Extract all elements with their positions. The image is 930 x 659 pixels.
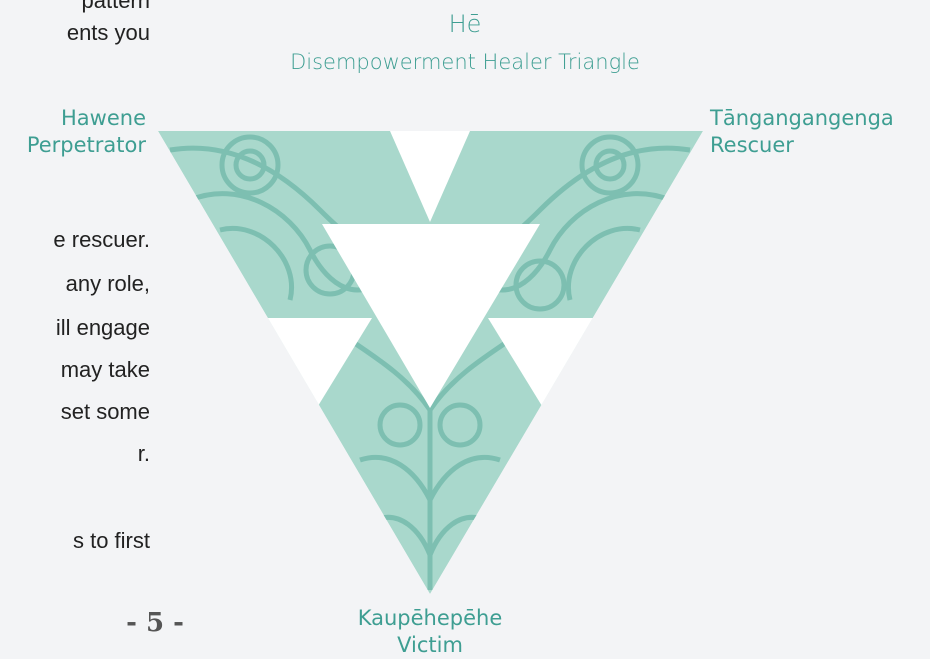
- victim-english: Victim: [330, 632, 530, 659]
- rescuer-maori: Tāngangangenga: [710, 105, 894, 132]
- rescuer-english: Rescuer: [710, 132, 894, 159]
- label-rescuer: Tāngangangenga Rescuer: [710, 105, 894, 159]
- page-number: - 5 -: [125, 608, 185, 638]
- victim-maori: Kaupēhepēhe: [330, 605, 530, 632]
- label-perpetrator: Hawene Perpetrator: [0, 105, 146, 159]
- perpetrator-maori: Hawene: [0, 105, 146, 132]
- perpetrator-english: Perpetrator: [0, 132, 146, 159]
- label-victim: Kaupēhepēhe Victim: [330, 605, 530, 659]
